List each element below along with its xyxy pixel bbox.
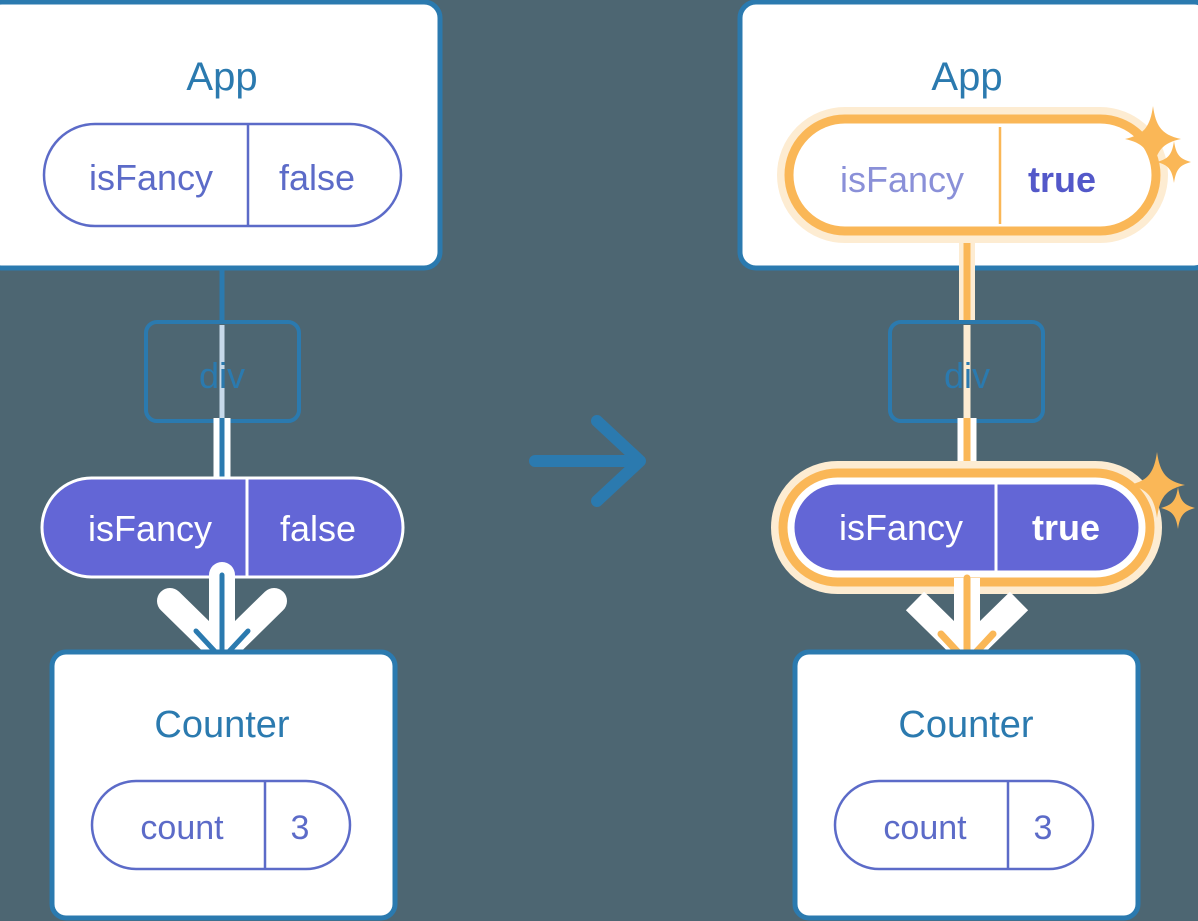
- prop-pill-name-left: isFancy: [88, 508, 212, 549]
- counter-state-pill-value-right: 3: [1034, 809, 1053, 847]
- sparkle-icon-prop-large: [1129, 452, 1185, 518]
- transition-arrow: [529, 415, 646, 507]
- counter-state-pill-value-left: 3: [291, 809, 310, 847]
- sparkle-icon-prop-small: [1161, 487, 1195, 529]
- div-label-right: div: [944, 355, 990, 396]
- prop-pill-value-left: false: [280, 508, 356, 549]
- prop-pill-value-right: true: [1032, 507, 1100, 548]
- app-state-pill-value-right: true: [1028, 159, 1096, 200]
- app-state-pill-right-highlight: [777, 107, 1168, 243]
- app-state-pill-value-left: false: [279, 157, 355, 198]
- counter-state-pill-name-left: count: [140, 809, 224, 847]
- app-state-pill-name-left: isFancy: [89, 157, 213, 198]
- sparkle-icon-app-small: [1157, 141, 1191, 183]
- app-label-left: App: [186, 55, 257, 99]
- app-state-pill-name-right: isFancy: [840, 159, 964, 200]
- sparkle-icon-app-large: [1125, 106, 1181, 172]
- div-label-left: div: [199, 355, 245, 396]
- counter-label-right: Counter: [898, 704, 1034, 746]
- app-label-right: App: [931, 55, 1002, 99]
- prop-pill-right: [791, 481, 1142, 574]
- counter-state-pill-left: [90, 779, 352, 871]
- app-state-pill-left: [42, 122, 403, 228]
- counter-label-left: Counter: [154, 704, 290, 746]
- prop-pill-name-right: isFancy: [839, 507, 963, 548]
- counter-state-pill-name-right: count: [883, 809, 967, 847]
- counter-state-pill-right: [833, 779, 1095, 871]
